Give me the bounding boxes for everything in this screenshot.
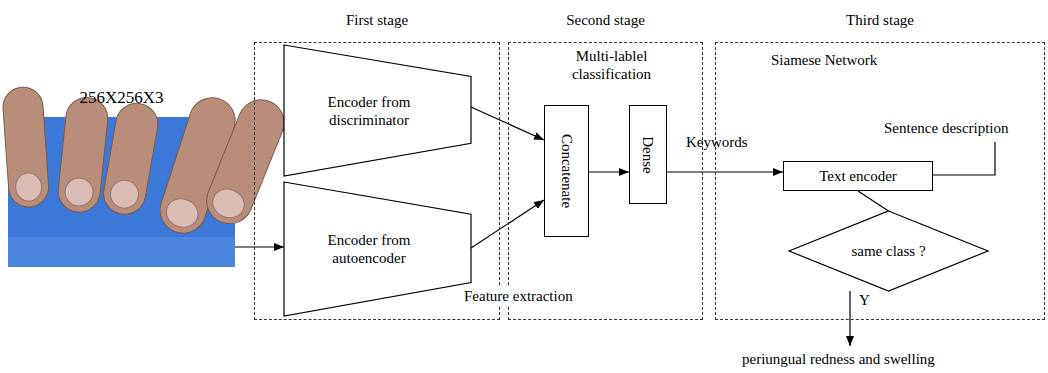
encoder-trapezoid-shape-outline <box>284 182 471 316</box>
finger-skin <box>100 100 161 218</box>
finger <box>2 86 50 208</box>
stage-heading: First stage <box>255 11 499 29</box>
stage-region: Second stageMulti-lablel classificationC… <box>508 42 703 320</box>
annotation-label: periungual redness and swelling <box>742 350 935 368</box>
finger-skin <box>200 93 291 231</box>
encoder-trapezoid-shape <box>284 182 471 316</box>
layer-box: Dense <box>629 105 667 204</box>
stage-subtitle: Siamese Network <box>771 51 877 69</box>
finger-nail <box>163 195 202 232</box>
stage-heading: Third stage <box>716 11 1044 29</box>
branch-label: Y <box>859 291 870 309</box>
encoder-trapezoid: Encoder from autoencoder <box>284 182 471 316</box>
output-arrow <box>849 291 850 346</box>
photo-shade <box>8 237 235 267</box>
finger-nail <box>64 177 95 208</box>
annotation-label: Feature extraction <box>462 287 575 305</box>
finger-nail <box>15 172 43 202</box>
finger-skin <box>2 86 50 208</box>
stage-region: First stageEncoder from discriminatorEnc… <box>254 42 500 320</box>
box-label: same class ? <box>789 242 988 260</box>
decision-diamond: same class ? <box>789 211 988 291</box>
finger <box>56 95 110 214</box>
annotation-label: Sentence description <box>884 119 1009 137</box>
encoder-trapezoid: Encoder from discriminator <box>284 45 471 176</box>
connector-arrow <box>858 191 889 211</box>
edge-label: Keywords <box>686 133 748 151</box>
finger <box>100 100 161 218</box>
stage-heading: Second stage <box>509 11 702 29</box>
input-image: 256X256X3 <box>8 117 235 267</box>
decision-diamond-shape <box>789 211 988 291</box>
stage-region: Third stageSiamese NetworkText encodersa… <box>715 42 1045 320</box>
connector-arrow <box>667 171 783 172</box>
process-box: Text encoder <box>783 161 933 191</box>
connector-arrow <box>235 246 284 247</box>
box-label: Dense <box>639 136 657 174</box>
stage-heading: 256X256X3 <box>8 89 235 107</box>
finger-nail <box>108 178 140 210</box>
encoder-label: Encoder from discriminator <box>294 93 444 129</box>
finger-nail <box>208 184 248 222</box>
layer-box: Concatenate <box>544 105 589 237</box>
box-label: Concatenate <box>558 134 576 208</box>
encoder-trapezoid-shape <box>284 45 471 176</box>
finger-photo <box>8 117 235 267</box>
finger-skin <box>56 95 110 214</box>
box-label: Text encoder <box>784 167 932 185</box>
finger <box>200 93 291 231</box>
connector-arrow <box>589 171 629 172</box>
stage-subtitle: Multi-lablel classification <box>549 47 674 83</box>
encoder-label: Encoder from autoencoder <box>294 231 444 267</box>
encoder-trapezoid-shape-outline <box>284 45 471 176</box>
